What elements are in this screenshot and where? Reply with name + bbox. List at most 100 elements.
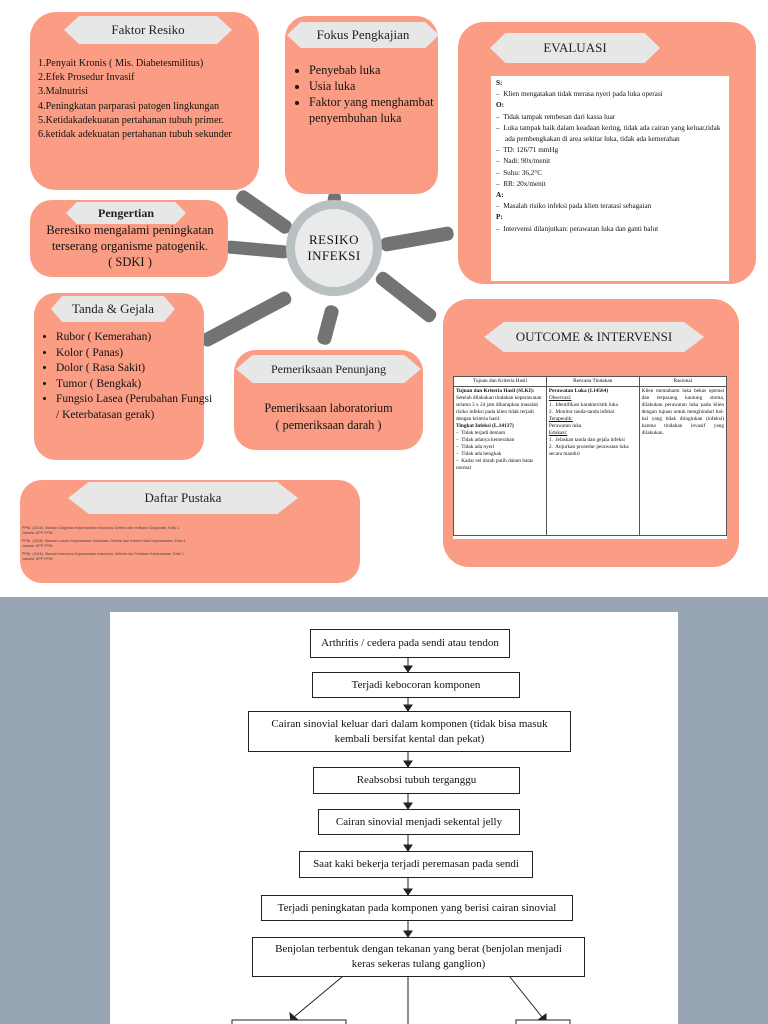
spoke-faktor — [233, 187, 295, 237]
fokus-pengkajian-banner: Fokus Pengkajian — [287, 22, 439, 48]
fokus-pengkajian-list: Penyebab luka Usia luka Faktor yang meng… — [295, 62, 444, 126]
hub-circle: RESIKO INFEKSI — [286, 200, 382, 296]
tanda-gejala-list: Rubor ( Kemerahan) Kolor ( Panas) Dolor … — [42, 330, 218, 423]
pemeriksaan-line2: ( pemeriksaan darah ) — [275, 418, 382, 432]
rencana-title: Perawatan Luka (I.14564) — [548, 388, 609, 394]
evaluasi-content: S: – Klien mengatakan tidak merasa nyeri… — [491, 76, 729, 281]
fokus-pengkajian-title: Fokus Pengkajian — [316, 27, 410, 42]
evaluasi-title: EVALUASI — [543, 40, 607, 55]
spoke-pemeriksaan — [316, 303, 340, 347]
tujuan-item: – Tidak terjadi demam — [456, 430, 506, 436]
tanda-item: Tumor ( Bengkak) — [56, 377, 218, 393]
rencana-terapeutik-label: Terapeutik: — [548, 416, 573, 422]
faktor-resiko-item: 3.Malnutrisi — [38, 86, 89, 98]
outcome-header: Tujuan dan Kriteria Hasil — [453, 376, 547, 387]
tujuan-text: Setelah dilakukan tindakan keperawatan s… — [456, 395, 542, 422]
fokus-item: Penyebab luka — [309, 62, 444, 78]
rencana-item: 2. Monitor tanda-tanda infeksi — [548, 409, 615, 415]
rencana-edukasi-label: Edukasi: — [548, 430, 568, 436]
outcome-card: OUTCOME & INTERVENSI Tujuan dan Kriteria… — [443, 299, 739, 567]
faktor-resiko-item: 1.Penyait Kronis ( Mis. Diabetesmilitus) — [38, 58, 204, 69]
evaluasi-o-item: – Nadi: 90x/menit — [496, 157, 551, 166]
outcome-header: Rasional — [638, 376, 727, 387]
tanda-item: Kolor ( Panas) — [56, 346, 218, 362]
tanda-item: Fungsio Lasea (Perubahan Fungsi / Keterb… — [56, 392, 218, 423]
flow-step-2: Terjadi kebocoran komponen — [312, 672, 520, 698]
daftar-pustaka-banner: Daftar Pustaka — [68, 482, 298, 514]
evaluasi-banner: EVALUASI — [490, 33, 660, 63]
evaluasi-s-label: S: — [496, 79, 503, 87]
tanda-gejala-card: Tanda & Gejala Rubor ( Kemerahan) Kolor … — [34, 293, 212, 460]
faktor-resiko-item: 2.Efek Prosedur Invasif — [38, 72, 135, 84]
evaluasi-o-item: – Luka tampak baik dalam keadaan kering,… — [496, 123, 721, 144]
tujuan-item: – Tidak ada nyeri — [456, 444, 495, 450]
evaluasi-card: EVALUASI S: – Klien mengatakan tidak mer… — [458, 22, 756, 284]
fokus-item: Usia luka — [309, 78, 444, 94]
faktor-resiko-list: 1.Penyait Kronis ( Mis. Diabetesmilitus)… — [38, 57, 260, 142]
evaluasi-p-item: – Intervensi dilanjutkan: perawatan luka… — [496, 224, 659, 233]
pengertian-source: ( SDKI ) — [108, 255, 152, 269]
pengertian-card: Pengertian Beresiko mengalami peningkata… — [30, 200, 228, 277]
pemeriksaan-banner: Pemeriksaan Penunjang — [236, 355, 421, 383]
hub-title-line1: RESIKO — [309, 232, 359, 247]
tujuan-item: – Kadar sel darah putih dalam batas norm… — [456, 458, 534, 471]
rencana-terapeutik-text: Perawatan luka — [548, 423, 582, 429]
pemeriksaan-line1: Pemeriksaan laboratorium — [264, 401, 393, 415]
evaluasi-o-item: – Tidak tampak rembesan dari kassa luar — [496, 112, 616, 121]
flow-step-7: Terjadi peningkatan pada komponen yang b… — [261, 895, 573, 921]
pengertian-banner: Pengertian — [66, 202, 186, 224]
outcome-header: Rencana Tindakan — [545, 376, 640, 387]
pengertian-text: Beresiko mengalami peningkatan terserang… — [36, 222, 224, 270]
faktor-resiko-card: Faktor Resiko 1.Penyait Kronis ( Mis. Di… — [30, 12, 259, 190]
daftar-pustaka-ref: PPNI. (2016). Standar Diagnosis Keperawa… — [22, 526, 181, 535]
outcome-table-wrap: Tujuan dan Kriteria Hasil Rencana Tindak… — [453, 376, 727, 539]
evaluasi-o-item: – RR: 20x/menit — [496, 179, 546, 188]
outcome-title: OUTCOME & INTERVENSI — [515, 329, 673, 344]
outcome-table: Tujuan dan Kriteria Hasil Rencana Tindak… — [453, 376, 727, 536]
evaluasi-p-label: P: — [496, 213, 503, 222]
tujuan-sub: Tingkat Infeksi (L.14137) — [456, 423, 514, 429]
daftar-pustaka-ref: PPNI. (2018). Standar Intervensi Keperaw… — [22, 552, 186, 561]
faktor-resiko-title: Faktor Resiko — [111, 22, 185, 37]
daftar-pustaka-refs: PPNI. (2016). Standar Diagnosis Keperawa… — [22, 526, 192, 562]
tanda-item: Rubor ( Kemerahan) — [56, 330, 218, 346]
tanda-item: Dolor ( Rasa Sakit) — [56, 361, 218, 377]
tanda-gejala-banner: Tanda & Gejala — [51, 296, 175, 322]
daftar-pustaka-ref: PPNI. (2018). Standar Luaran Keperawatan… — [22, 539, 187, 548]
faktor-resiko-banner: Faktor Resiko — [64, 16, 232, 44]
flow-step-6: Saat kaki bekerja terjadi peremasan pada… — [299, 851, 533, 878]
tujuan-item: – Tidak adanya kemerahan — [456, 437, 515, 443]
daftar-pustaka-card: Daftar Pustaka PPNI. (2016). Standar Dia… — [20, 480, 360, 583]
outcome-col-rasional: Klien memahami luka bekas operasi dan te… — [638, 386, 727, 536]
fokus-pengkajian-card: Fokus Pengkajian Penyebab luka Usia luka… — [285, 16, 439, 194]
faktor-resiko-item: 5.Ketidakadekuatan pertahanan tubuh prim… — [38, 114, 224, 126]
flowchart-page: Arthritis / cedera pada sendi atau tendo… — [110, 612, 678, 1024]
spoke-pengertian — [223, 240, 291, 259]
rasional-text: Klien memahami luka bekas operasi dan te… — [641, 388, 724, 436]
daftar-pustaka-title: Daftar Pustaka — [144, 490, 222, 505]
flow-step-4: Reabsobsi tubuh terganggu — [313, 767, 520, 794]
evaluasi-a-item: – Masalah risiko infeksi pada klien tera… — [496, 202, 652, 211]
tujuan-title: Tujuan dan Kriteria Hasil (SLKI): — [456, 388, 535, 394]
rencana-observasi-label: Observasi: — [548, 395, 572, 401]
evaluasi-s-item: – Klien mengatakan tidak merasa nyeri pa… — [496, 90, 663, 99]
pemeriksaan-text: Pemeriksaan laboratorium ( pemeriksaan d… — [234, 400, 423, 434]
tujuan-item: – Tidak ada bengkak — [456, 451, 502, 457]
evaluasi-o-item: – Suhu: 36,2°C — [496, 168, 543, 177]
spoke-outcome — [373, 269, 439, 325]
flow-step-3: Cairan sinovial keluar dari dalam kompon… — [248, 711, 571, 752]
fokus-item: Faktor yang menghambat penyembuhan luka — [309, 94, 444, 126]
pemeriksaan-title: Pemeriksaan Penunjang — [271, 361, 386, 376]
flow-step-8: Benjolan terbentuk dengan tekanan yang b… — [252, 937, 585, 977]
pengertian-definition: Beresiko mengalami peningkatan terserang… — [46, 223, 214, 253]
tanda-gejala-title: Tanda & Gejala — [71, 301, 155, 316]
evaluasi-o-label: O: — [496, 101, 504, 110]
evaluasi-a-label: A: — [496, 191, 504, 200]
pengertian-title: Pengertian — [98, 205, 154, 220]
rencana-item: 1. Identifikasi karakteristik luka — [548, 402, 618, 408]
evaluasi-o-item: – TD: 126/71 mmHg — [496, 146, 559, 155]
spoke-evaluasi — [379, 225, 455, 253]
hub-title-line2: INFEKSI — [307, 248, 361, 263]
outcome-col-tujuan: Tujuan dan Kriteria Hasil (SLKI): Setela… — [453, 386, 547, 536]
faktor-resiko-item: 4.Peningkatan parparasi patogen lingkung… — [38, 100, 220, 112]
